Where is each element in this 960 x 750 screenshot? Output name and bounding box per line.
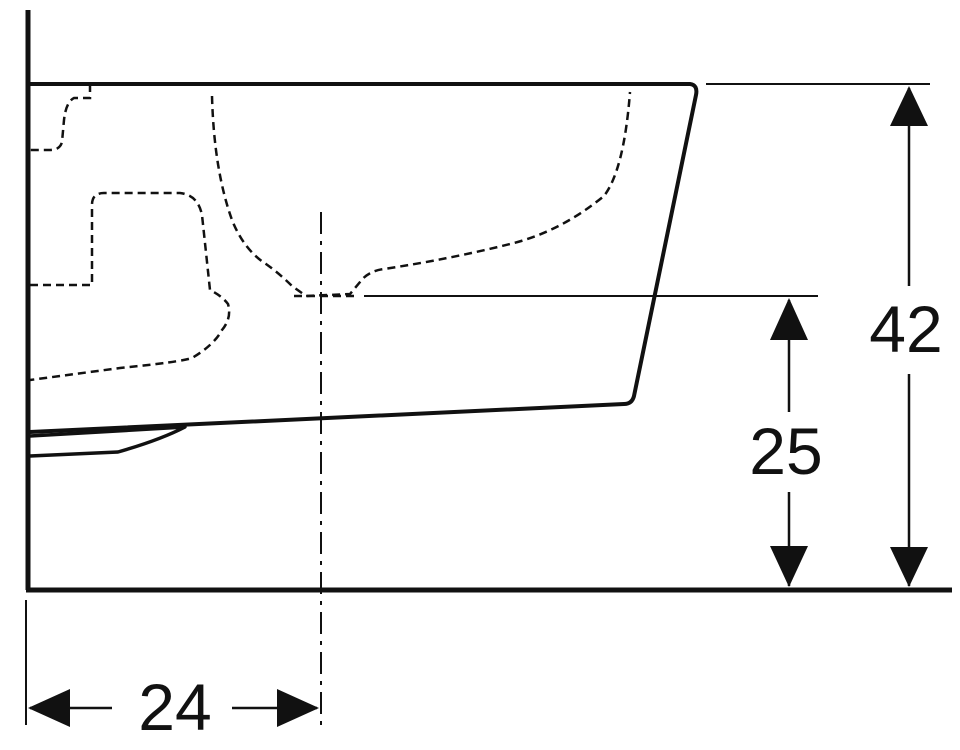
bowl-foot xyxy=(29,425,187,458)
dimension-24-label: 24 xyxy=(138,670,211,744)
dimension-24: 24 xyxy=(28,670,319,744)
dimension-42: 42 xyxy=(869,86,943,587)
hidden-lines xyxy=(29,84,632,382)
bowl-outline xyxy=(29,82,699,434)
dimension-25: 25 xyxy=(749,298,823,587)
dimension-42-label: 42 xyxy=(869,292,942,366)
dimension-25-label: 25 xyxy=(749,414,822,488)
